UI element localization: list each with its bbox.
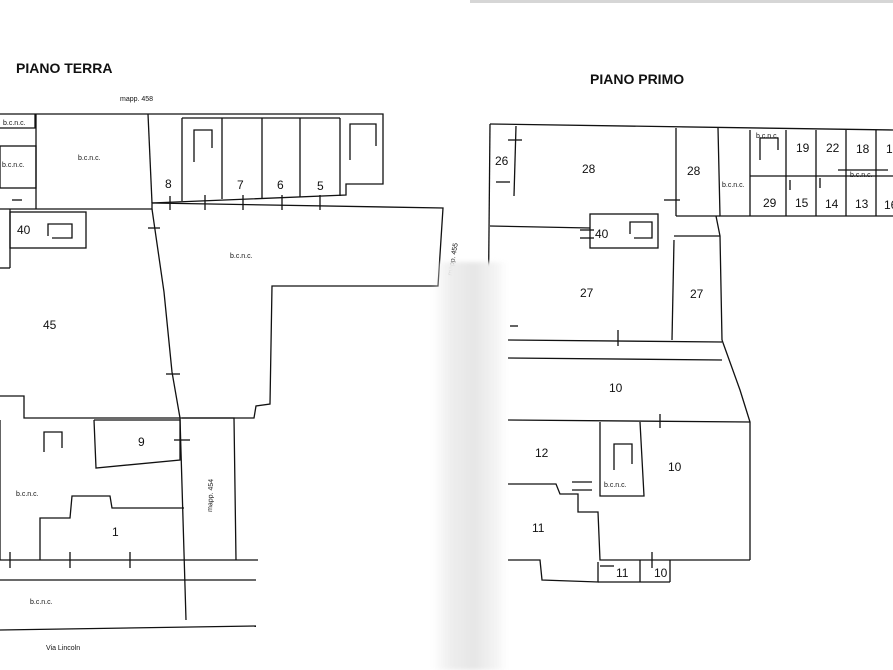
unit-number: 10 (609, 381, 623, 395)
unit-number: 45 (43, 318, 57, 332)
parcel-label-458: mapp. 458 (120, 96, 153, 103)
unit-number: 7 (237, 178, 244, 192)
street-label: Via Lincoln (46, 645, 80, 652)
unit-number: 40 (17, 223, 31, 237)
unit-number: 26 (495, 154, 509, 168)
common-area-label: b.c.n.c. (3, 120, 26, 127)
unit-number: 6 (277, 178, 284, 192)
scan-edge (470, 0, 893, 3)
first-floor-title: PIANO PRIMO (590, 71, 684, 87)
unit-number: 10 (668, 460, 682, 474)
unit-number: 11 (532, 521, 545, 535)
ground-floor-plan (0, 113, 444, 631)
unit-number: 12 (535, 446, 549, 460)
ground-floor-outline (0, 113, 384, 210)
common-area-label: b.c.n.c. (722, 182, 745, 189)
ground-floor-title: PIANO TERRA (16, 60, 112, 76)
redacted-area (432, 262, 508, 670)
common-area-label: b.c.n.c. (2, 162, 25, 169)
unit-number: 28 (687, 164, 701, 178)
common-area-label: b.c.n.c. (30, 599, 53, 606)
common-area-label: b.c.n.c. (756, 133, 779, 140)
unit-number: 11 (616, 566, 629, 580)
common-area-label: b.c.n.c. (230, 253, 253, 260)
unit-number: 19 (796, 141, 810, 155)
common-area-label: b.c.n.c. (850, 172, 873, 179)
unit-number: 8 (165, 177, 172, 191)
unit-number: 40 (595, 227, 609, 241)
unit-number: 27 (580, 286, 594, 300)
common-area-label: b.c.n.c. (16, 491, 39, 498)
unit-number: 14 (825, 197, 839, 211)
parcel-label-454: mapp. 454 (207, 479, 215, 512)
unit-number: 1 (112, 525, 119, 539)
unit-number: 1 (886, 142, 893, 156)
unit-number: 10 (654, 566, 668, 580)
common-area-label: b.c.n.c. (604, 482, 627, 489)
first-floor-outline (489, 123, 893, 131)
unit-number: 18 (856, 142, 870, 156)
unit-number: 5 (317, 179, 324, 193)
unit-number: 22 (826, 141, 840, 155)
unit-number: 9 (138, 435, 145, 449)
unit-number: 27 (690, 287, 704, 301)
unit-number: 29 (763, 196, 777, 210)
unit-number: 16 (884, 198, 893, 212)
first-floor-plan (487, 123, 893, 583)
unit-number: 15 (795, 196, 809, 210)
common-area-label: b.c.n.c. (78, 155, 101, 162)
unit-number: 28 (582, 162, 596, 176)
unit-number: 13 (855, 197, 869, 211)
